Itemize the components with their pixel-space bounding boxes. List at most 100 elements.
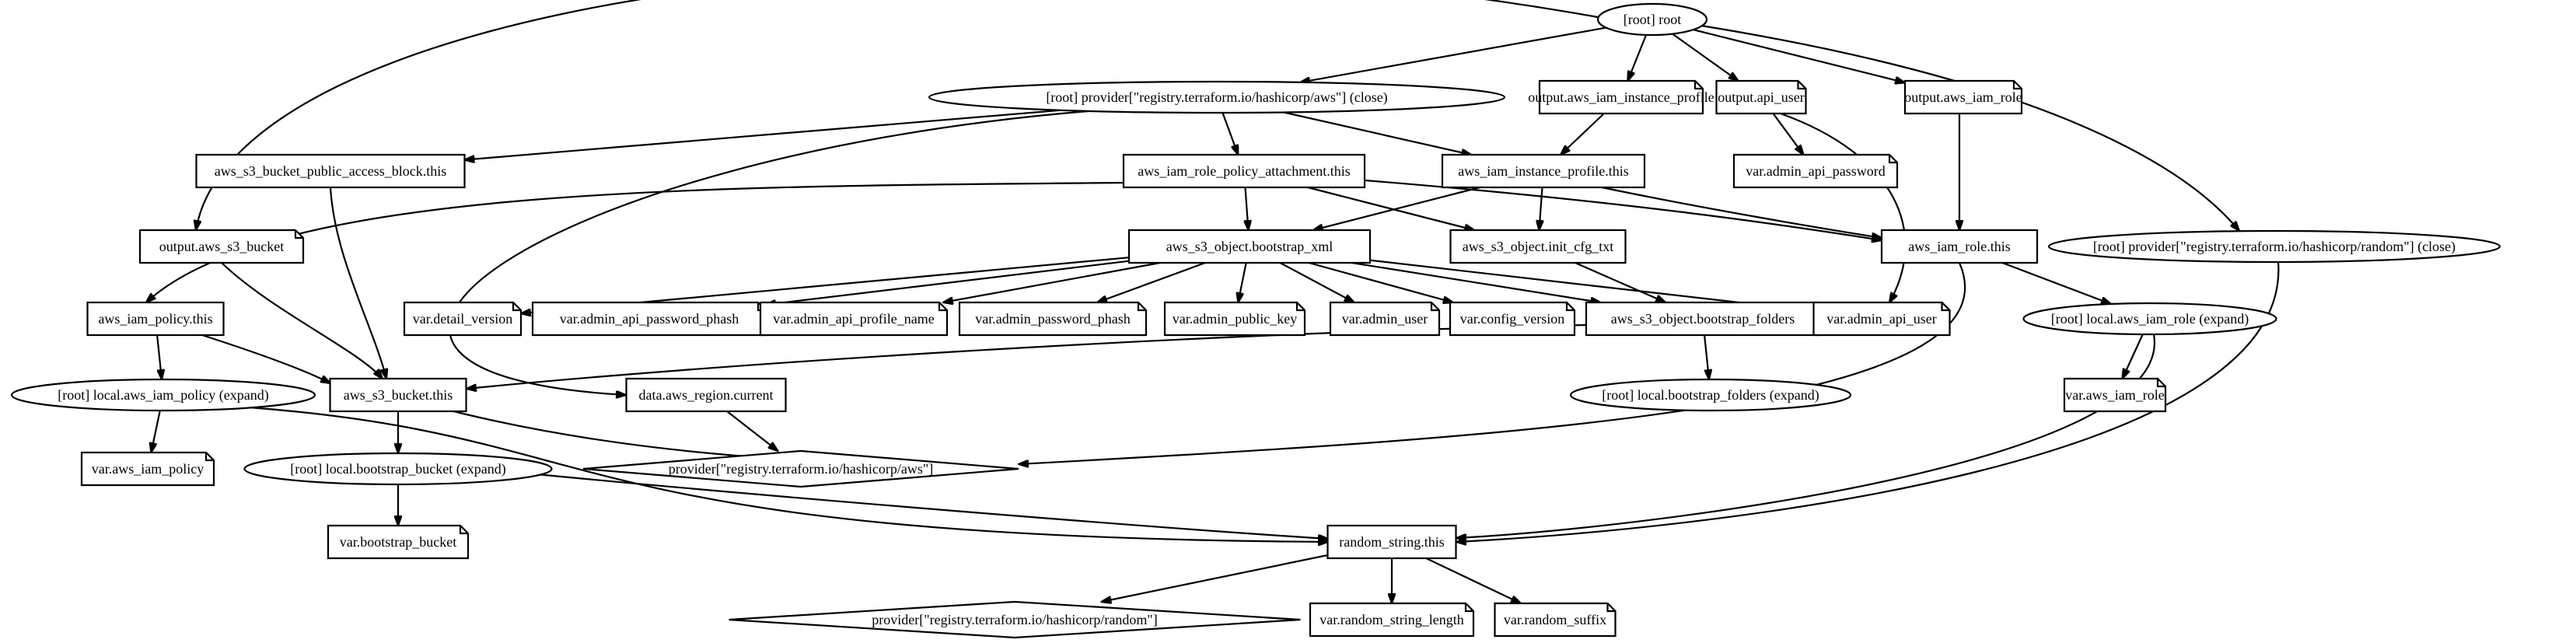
node-shape-ellipse xyxy=(1596,2,1708,37)
edge-s3-bucket-to-prov-aws xyxy=(435,405,778,459)
node-shape-box xyxy=(1122,153,1366,189)
node-label: var.admin_api_profile_name xyxy=(773,311,934,327)
node-shape-note xyxy=(1715,79,1807,115)
node-bfolders: aws_s3_object.bootstrap_folders xyxy=(1585,301,1821,337)
node-label: aws_s3_bucket_public_access_block.this xyxy=(215,163,446,179)
node-shape-ellipse xyxy=(243,452,553,486)
node-var-random-suffix: var.random_suffix xyxy=(1494,602,1617,638)
node-label: aws_s3_object.init_cfg_txt xyxy=(1463,239,1613,254)
node-out-s3-bucket: output.aws_s3_bucket xyxy=(138,229,305,264)
note-fold-icon xyxy=(1137,302,1146,312)
node-shape-note xyxy=(2063,377,2167,413)
node-local-bootstrap-folders: [root] local.bootstrap_folders (expand) xyxy=(1569,378,1852,412)
node-shape-note xyxy=(759,301,949,337)
node-var-random-string-length: var.random_string_length xyxy=(1309,602,1475,638)
node-s3-bucket: aws_s3_bucket.this xyxy=(329,377,467,413)
nodes: [root] root [root] provider["registry.ter… xyxy=(10,2,2501,639)
node-shape-note xyxy=(1449,301,1576,337)
node-iip: aws_iam_instance_profile.this xyxy=(1441,153,1646,189)
node-shape-box xyxy=(1880,229,2039,264)
node-var-admin-user: var.admin_user xyxy=(1329,301,1441,337)
node-label: [root] local.aws_iam_policy (expand) xyxy=(58,387,268,404)
node-shape-note xyxy=(403,301,523,337)
edge-prov-aws-close-to-region xyxy=(449,110,1089,395)
edge-iip-to-iam-role xyxy=(1601,186,1882,238)
node-label: var.bootstrap_bucket xyxy=(340,534,456,550)
node-label: var.admin_password_phash xyxy=(975,311,1130,327)
node-root: [root] root xyxy=(1596,2,1708,37)
node-bxml: aws_s3_object.bootstrap_xml xyxy=(1127,229,1372,264)
node-shape-box xyxy=(1585,301,1821,337)
node-shape-box xyxy=(625,377,787,413)
edge-iam-role-to-local-iam-role xyxy=(2001,261,2111,304)
node-var-detail-version: var.detail_version xyxy=(403,301,523,337)
note-fold-icon xyxy=(2156,379,2165,388)
node-shape-box xyxy=(195,153,466,189)
edge-bxml-to-var-admin-api-password-phash xyxy=(766,260,1130,305)
edge-root-to-out-api-user xyxy=(1672,33,1739,81)
node-shape-note xyxy=(1538,79,1704,115)
node-shape-diamond xyxy=(729,600,1301,639)
node-label: [root] provider["registry.terraform.io/h… xyxy=(2093,239,2455,255)
edge-out-api-user-to-var-admin-api-user xyxy=(1780,112,1907,302)
node-label: var.random_string_length xyxy=(1319,612,1463,627)
node-label: [root] local.aws_iam_role (expand) xyxy=(2051,311,2249,327)
node-local-iam-role: [root] local.aws_iam_role (expand) xyxy=(2022,302,2277,336)
edge-root-to-out-iam-role xyxy=(1693,29,1905,82)
edge-icfg-to-bfolders xyxy=(1575,261,1665,302)
node-shape-box xyxy=(1127,229,1372,264)
node-prov-random: provider["registry.terraform.io/hashicor… xyxy=(729,600,1301,639)
edge-prov-random-close-to-random-string xyxy=(1456,261,2280,542)
node-var-config-version: var.config_version xyxy=(1449,301,1576,337)
node-label: var.aws_iam_policy xyxy=(92,461,204,477)
node-shape-box xyxy=(1326,524,1457,560)
node-shape-note xyxy=(1812,301,1951,337)
node-var-bootstrap-bucket: var.bootstrap_bucket xyxy=(327,524,470,560)
edge-iam-role-to-prov-aws xyxy=(1019,262,1966,464)
note-fold-icon xyxy=(459,526,468,535)
edge-prov-aws-close-to-rpa xyxy=(1222,112,1238,155)
note-fold-icon xyxy=(1888,155,1897,164)
note-fold-icon xyxy=(938,302,947,312)
node-shape-note xyxy=(138,229,305,264)
node-shape-note xyxy=(1732,153,1899,189)
note-fold-icon xyxy=(1430,302,1439,312)
edge-bxml-to-bfolders xyxy=(1351,261,1601,302)
edge-local-iam-role-to-random-string xyxy=(1456,334,2155,538)
node-shape-note xyxy=(80,451,215,487)
node-label: var.detail_version xyxy=(413,311,512,327)
node-label: [root] root xyxy=(1624,12,1681,27)
edge-local-bootstrap-bucket-to-random-string xyxy=(528,472,1328,539)
node-label: output.aws_s3_bucket xyxy=(159,239,284,254)
edge-bxml-to-var-config-version xyxy=(1309,261,1452,302)
node-label: aws_iam_role_policy_attachment.this xyxy=(1138,163,1350,179)
note-fold-icon xyxy=(1464,603,1473,613)
edge-local-iam-policy-to-var-aws-iam-policy xyxy=(151,410,161,453)
node-shape-note xyxy=(1494,602,1617,638)
note-fold-icon xyxy=(1295,302,1305,312)
edge-root-to-prov-random-close xyxy=(1700,24,2239,231)
edge-pab-to-s3-bucket xyxy=(329,187,386,379)
node-label: provider["registry.terraform.io/hashicor… xyxy=(872,612,1157,627)
edge-bfolders-to-local-bootstrap-folders xyxy=(1704,334,1709,379)
edge-iam-policy-to-s3-bucket xyxy=(201,334,330,383)
note-fold-icon xyxy=(2012,81,2022,90)
node-var-admin-public-key: var.admin_public_key xyxy=(1163,301,1306,337)
node-rpa: aws_iam_role_policy_attachment.this xyxy=(1122,153,1366,189)
edge-out-api-user-to-var-admin-api-password xyxy=(1772,113,1804,155)
edge-iip-to-icfg xyxy=(1540,187,1543,230)
node-shape-note xyxy=(1903,79,2023,115)
edge-random-string-to-prov-random xyxy=(1102,554,1328,602)
edge-bxml-to-var-admin-api-profile-name xyxy=(943,261,1161,302)
node-shape-ellipse xyxy=(2022,302,2277,336)
node-var-aws-iam-policy: var.aws_iam_policy xyxy=(80,451,215,487)
node-var-admin-api-password-phash: var.admin_api_password_phash xyxy=(531,301,767,337)
node-shape-note xyxy=(1309,602,1475,638)
edge-rpa-to-icfg xyxy=(1307,186,1474,230)
node-var-admin-api-password: var.admin_api_password xyxy=(1732,153,1899,189)
node-shape-box xyxy=(1441,153,1646,189)
node-region: data.aws_region.current xyxy=(625,377,787,413)
note-fold-icon xyxy=(1797,81,1806,90)
node-var-admin-password-phash: var.admin_password_phash xyxy=(958,301,1148,337)
